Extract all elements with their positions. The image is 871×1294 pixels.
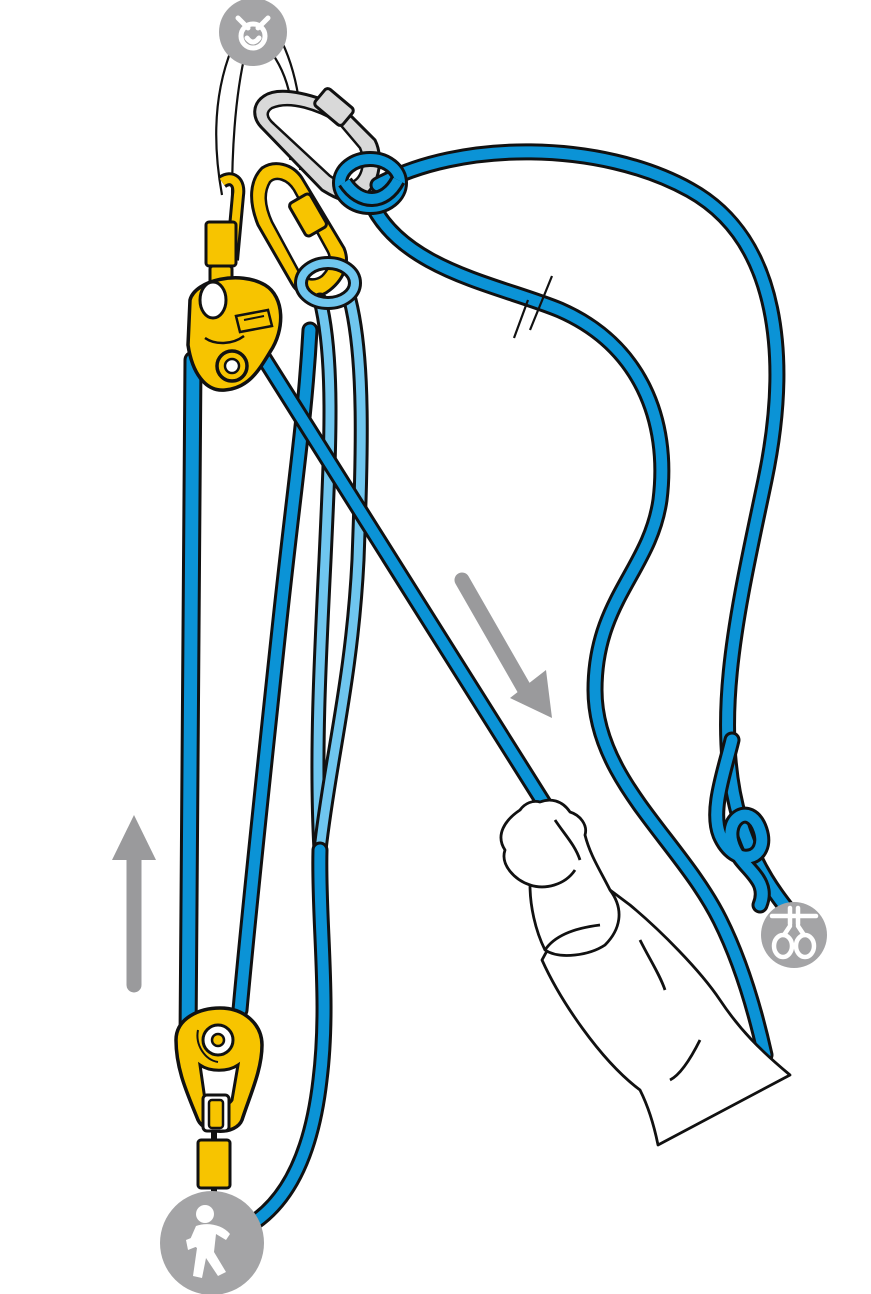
anchor-marker-circle (219, 0, 287, 66)
rope-pull-strand (253, 346, 554, 814)
prusik-cord (294, 256, 369, 858)
yellow-carabiner-lock-sleeve (288, 192, 328, 238)
harness-icon (769, 905, 819, 960)
pulling-hand (499, 798, 792, 1147)
gray-carabiner-lock-sleeve (313, 87, 355, 127)
rope-left-strand (178, 350, 203, 1050)
arrow-up-icon (112, 815, 156, 993)
anchor-marker (219, 0, 287, 66)
lower-connector-sleeve (196, 1138, 232, 1190)
rope-right-strand (361, 191, 774, 1064)
rope-break-mark (512, 275, 554, 339)
victim-marker (160, 1191, 264, 1294)
victim-icon (186, 1205, 230, 1278)
lower-connector (196, 1093, 232, 1200)
arrow-down-right-icon (454, 572, 552, 718)
figure-eight-knot (708, 731, 771, 914)
progress-capture-pulley-icon (186, 276, 283, 392)
upper-connector-sleeve (204, 220, 238, 268)
clove-hitch-knot (332, 151, 408, 215)
anchor-icon (235, 15, 271, 51)
rescuer-marker (761, 902, 827, 968)
rescuer-marker-circle (761, 902, 827, 968)
